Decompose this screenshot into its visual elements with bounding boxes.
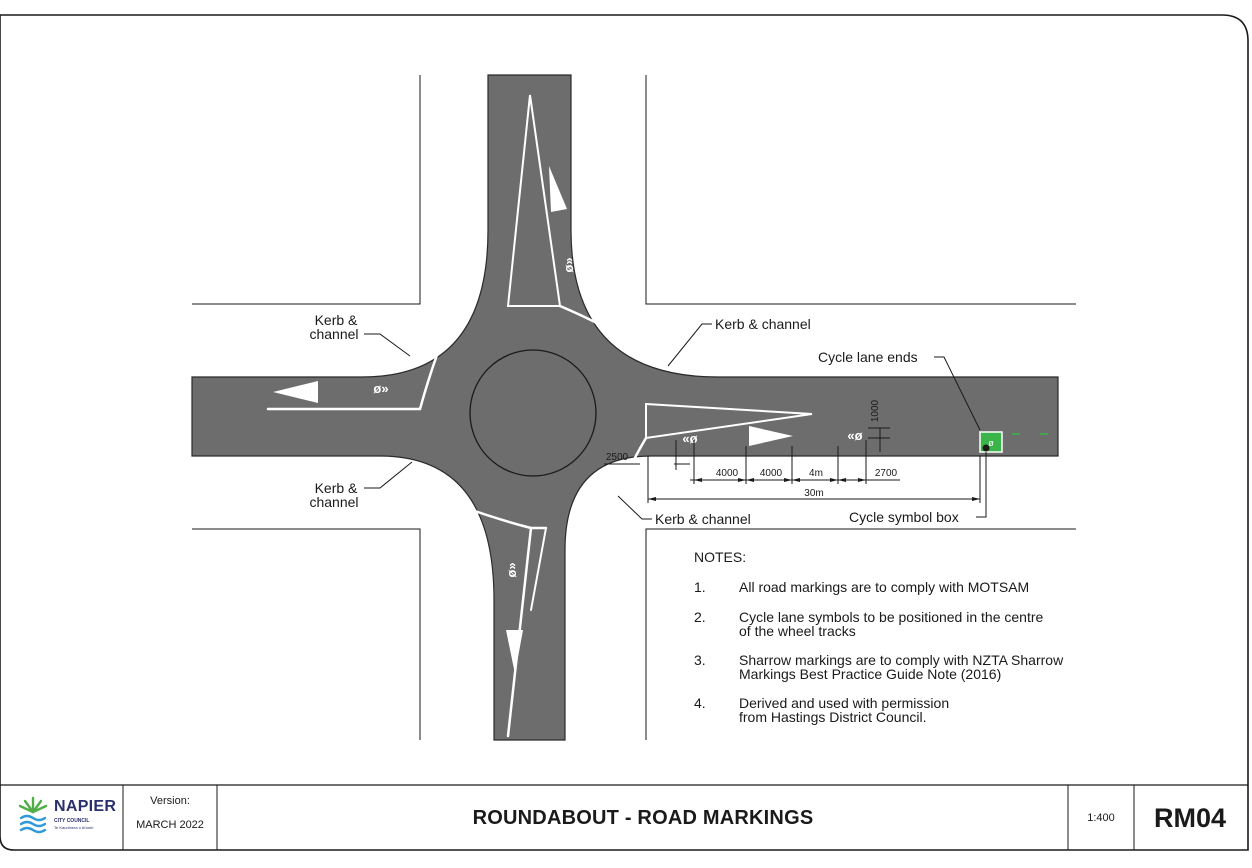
label-cycle-symbol-box: Cycle symbol box <box>849 509 959 525</box>
east-splitter-island <box>645 402 813 440</box>
drawing-code: RM04 <box>1153 802 1227 833</box>
label-kerb-left-bottom-1: Kerb & <box>315 480 358 496</box>
dim-4000-a: 4000 <box>716 468 739 479</box>
cycle-symbol-east-1: «ø <box>682 431 697 446</box>
logo-name: NAPIER <box>54 798 117 815</box>
north-circulating-line <box>558 304 604 328</box>
cycle-symbol-south: «ø <box>506 562 521 577</box>
sheet-border <box>0 14 1249 851</box>
leader-kerb-right-bottom <box>617 495 652 520</box>
drawing-scale: 1:400 <box>1087 812 1115 824</box>
callout-labels: Kerb & channel Kerb & channel Kerb & cha… <box>309 312 958 527</box>
napier-logo: NAPIER CITY COUNCIL Te Kaunihera o Ahuri… <box>14 792 118 844</box>
leader-kerb-left-top <box>364 333 411 357</box>
notes-heading: NOTES: <box>694 549 747 565</box>
note-text: Markings Best Practice Guide Note (2016) <box>739 666 1002 682</box>
give-way-north <box>549 166 567 212</box>
road-markings <box>266 94 813 738</box>
note-text: of the wheel tracks <box>739 623 856 639</box>
south-circulating-line <box>464 506 548 530</box>
note-text: Cycle lane symbols to be positioned in t… <box>739 609 1044 625</box>
dim-2500: 2500 <box>606 452 629 463</box>
version-label: Version: <box>150 795 190 807</box>
cycle-symbol-north: «ø <box>563 257 578 272</box>
note-number: 2. <box>694 609 706 625</box>
note-text: from Hastings District Council. <box>739 709 927 725</box>
give-way-south <box>506 630 523 674</box>
label-kerb-right-top: Kerb & channel <box>715 316 811 332</box>
leader-cycle-symbol-box <box>976 452 987 518</box>
leader-cycle-lane-ends <box>934 356 981 431</box>
dim-30m: 30m <box>804 488 823 499</box>
cycle-symbols: «ø ø» «ø «ø «ø <box>373 257 862 577</box>
napier-logo-icon <box>18 796 48 834</box>
west-edge-line <box>266 350 440 411</box>
label-cycle-lane-ends: Cycle lane ends <box>818 349 918 365</box>
leader-kerb-right-top <box>667 323 712 367</box>
give-way-east <box>749 426 793 446</box>
dim-4000-b: 4000 <box>760 468 783 479</box>
note-text: All road markings are to comply with MOT… <box>739 579 1030 595</box>
logo-tagline: Te Kaunihera o Ahuriri <box>54 825 94 830</box>
note-number: 1. <box>694 579 706 595</box>
cycle-symbol-west: ø» <box>373 381 388 396</box>
cycle-symbol-box-glyph: ø <box>988 438 994 448</box>
leader-lines <box>364 323 987 520</box>
drawing-title: ROUNDABOUT - ROAD MARKINGS <box>472 806 814 829</box>
give-way-west <box>273 381 318 403</box>
give-way-triangles <box>273 166 793 674</box>
note-number: 4. <box>694 695 706 711</box>
note-text: Derived and used with permission <box>739 695 950 711</box>
label-kerb-left-bottom-2: channel <box>309 494 358 510</box>
note-number: 3. <box>694 652 706 668</box>
cycle-symbol-east-2: «ø <box>847 428 862 443</box>
label-kerb-left-top-1: Kerb & <box>315 312 358 328</box>
road-surface <box>191 74 1059 741</box>
leader-kerb-left-bottom <box>364 461 413 489</box>
dimension-ticks <box>648 478 980 501</box>
cycle-box-point <box>982 444 990 452</box>
dim-2700: 2700 <box>875 468 898 479</box>
dimension-labels: 1000 2500 4000 4000 4m 2700 30m <box>606 399 898 499</box>
logo-subtitle: CITY COUNCIL <box>54 818 90 824</box>
note-text: Sharrow markings are to comply with NZTA… <box>739 652 1064 668</box>
south-edge <box>530 527 547 611</box>
property-boundaries <box>192 75 1076 740</box>
dim-1000: 1000 <box>870 399 881 422</box>
label-kerb-left-top-2: channel <box>309 326 358 342</box>
label-kerb-right-bottom: Kerb & channel <box>655 511 751 527</box>
central-island <box>469 349 597 477</box>
version-value: MARCH 2022 <box>136 819 204 831</box>
north-splitter-island <box>506 94 562 307</box>
dim-4m: 4m <box>809 468 823 479</box>
